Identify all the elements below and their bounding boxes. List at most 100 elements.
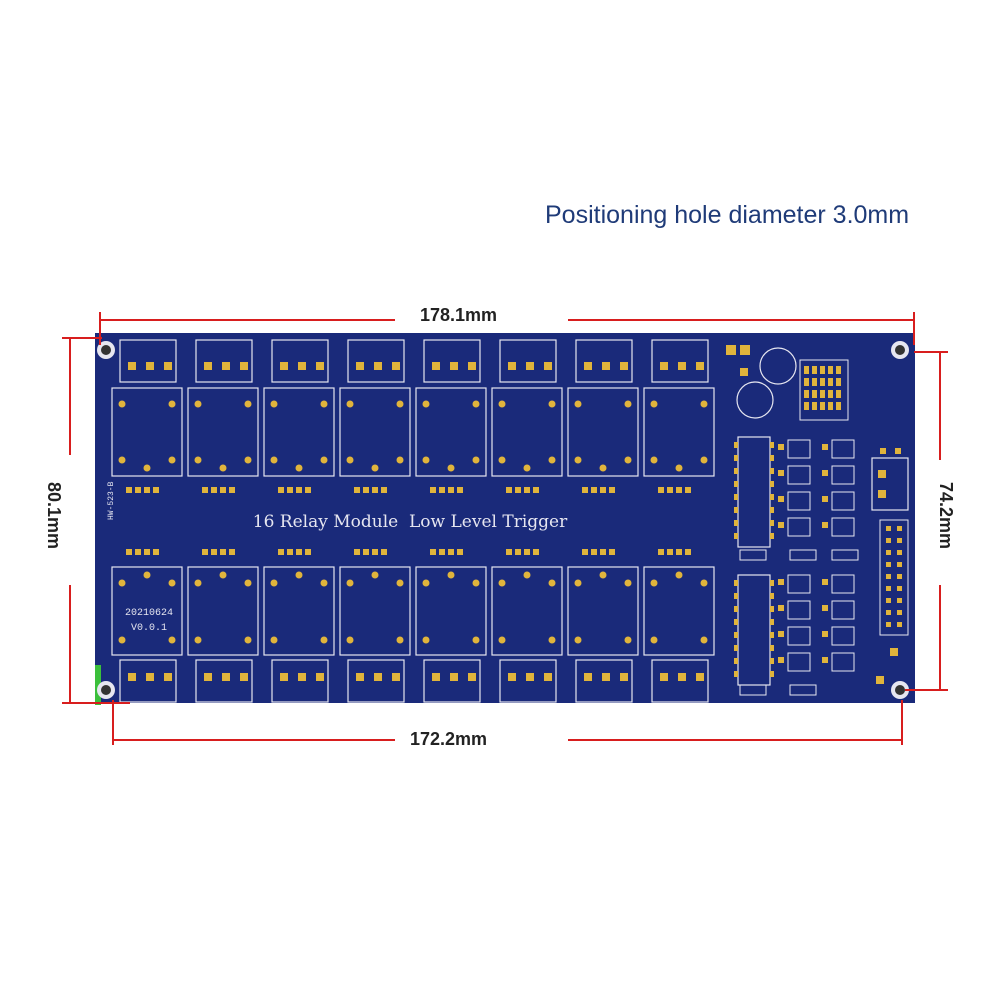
terminal-block — [119, 659, 177, 703]
ic-pin — [770, 507, 774, 513]
power-terminal — [871, 457, 909, 511]
relay-pin — [422, 636, 430, 644]
ic-pin — [734, 671, 738, 677]
mounting-hole-center — [895, 685, 905, 695]
header-pin — [804, 366, 809, 374]
dimension-lines — [62, 312, 948, 745]
header-pin — [897, 562, 902, 567]
terminal-pad — [660, 362, 668, 370]
terminal-pad — [878, 490, 886, 498]
terminal-pad — [468, 673, 476, 681]
relay-outline — [415, 387, 487, 477]
header-pin — [820, 378, 825, 386]
board-model: HW-523-B — [107, 481, 116, 520]
transistor-outline — [787, 517, 811, 537]
relay-array — [111, 339, 715, 703]
smd-outline — [739, 684, 767, 696]
header-pin — [897, 610, 902, 615]
ic-pin — [770, 593, 774, 599]
header-pin — [804, 402, 809, 410]
terminal-block — [195, 659, 253, 703]
relay-pin — [194, 636, 202, 644]
terminal-pad — [128, 673, 136, 681]
smd-pad — [457, 487, 463, 493]
smd-pad — [822, 657, 828, 663]
header-pin — [828, 366, 833, 374]
board-title: 16 Relay Module Low Level Trigger — [253, 512, 568, 532]
header-pin — [897, 538, 902, 543]
smd-pad — [287, 487, 293, 493]
relay-pin — [396, 456, 404, 464]
relay-pin — [320, 636, 328, 644]
smd-pad — [439, 549, 445, 555]
header-pin — [828, 378, 833, 386]
smd-pad — [506, 549, 512, 555]
smd-pad — [135, 549, 141, 555]
terminal-block — [347, 339, 405, 383]
relay-pin — [346, 579, 354, 587]
ic-pin — [770, 658, 774, 664]
smd-pad — [448, 549, 454, 555]
terminal-pad — [392, 673, 400, 681]
smd-pad — [211, 487, 217, 493]
smd-pad — [439, 487, 445, 493]
relay-pin — [574, 636, 582, 644]
dimension-left-height: 80.1mm — [44, 481, 65, 550]
relay-pin — [422, 456, 430, 464]
header-pin — [886, 550, 891, 555]
ic-pin — [770, 645, 774, 651]
terminal-block — [271, 659, 329, 703]
terminal-block — [651, 659, 709, 703]
smd-pad — [778, 631, 784, 637]
terminal-pad — [298, 362, 306, 370]
smd-pad — [381, 549, 387, 555]
header-pin — [820, 390, 825, 398]
relay-pin — [396, 636, 404, 644]
terminal-block — [651, 339, 709, 383]
smd-pad — [506, 487, 512, 493]
smd-pad — [278, 487, 284, 493]
relay-pin — [118, 456, 126, 464]
relay-pin — [396, 579, 404, 587]
smd-pad — [363, 487, 369, 493]
header-pin — [828, 390, 833, 398]
terminal-pad — [450, 362, 458, 370]
terminal-pad — [164, 673, 172, 681]
smd-pad — [533, 549, 539, 555]
ic-pin — [770, 580, 774, 586]
smd-pad — [229, 549, 235, 555]
relay-outline — [491, 566, 563, 656]
terminal-block — [499, 339, 557, 383]
relay-pin — [548, 400, 556, 408]
transistor-outline — [831, 439, 855, 459]
terminal-pad — [240, 673, 248, 681]
relay-pin — [548, 579, 556, 587]
header-pin — [836, 390, 841, 398]
smd-pad — [126, 487, 132, 493]
smd-pad — [778, 522, 784, 528]
terminal-block — [195, 339, 253, 383]
capacitor-outline — [759, 347, 797, 385]
relay-pin — [700, 456, 708, 464]
relay-pin — [548, 636, 556, 644]
terminal-pad — [316, 673, 324, 681]
smd-outline — [831, 549, 859, 561]
ic-pin — [734, 658, 738, 664]
transistor-outline — [787, 600, 811, 620]
relay-pin — [118, 579, 126, 587]
terminal-pad — [356, 673, 364, 681]
header-pin — [897, 526, 902, 531]
relay-pin — [320, 579, 328, 587]
header-pin — [886, 598, 891, 603]
smd-pad — [658, 549, 664, 555]
smd-pad — [822, 631, 828, 637]
terminal-pad — [146, 673, 154, 681]
terminal-pad — [526, 362, 534, 370]
relay-pin — [574, 400, 582, 408]
smd-pad — [726, 345, 736, 355]
transistor-outline — [831, 574, 855, 594]
header-pin — [886, 586, 891, 591]
relay-pin — [472, 400, 480, 408]
header-pin — [897, 550, 902, 555]
relay-pin — [574, 579, 582, 587]
